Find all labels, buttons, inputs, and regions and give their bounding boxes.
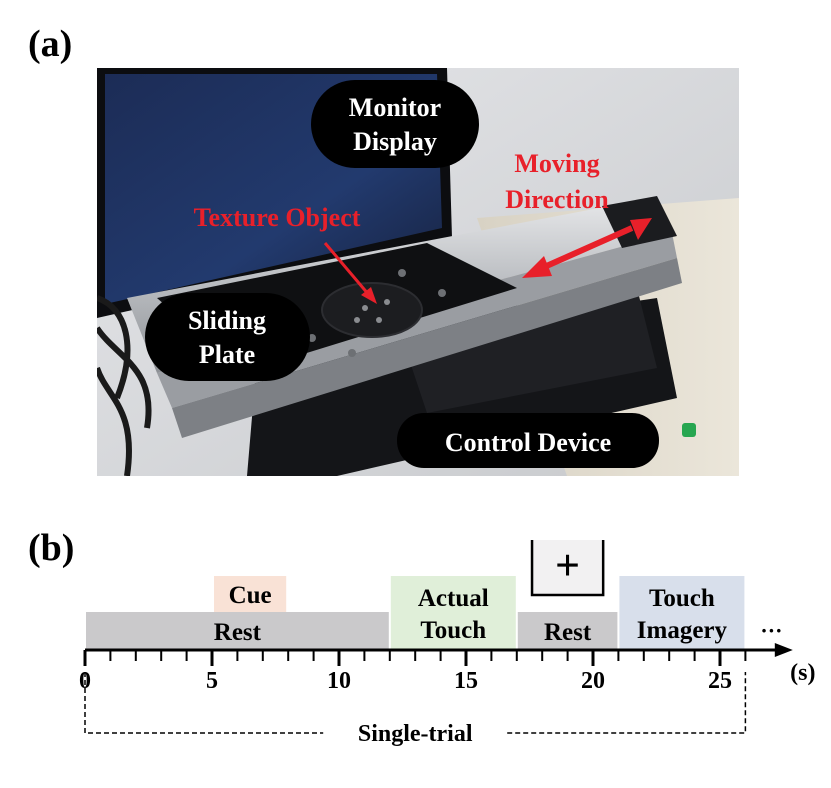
segment-3-block xyxy=(517,612,618,650)
segment-0-label-0: Rest xyxy=(214,619,262,646)
moving-arrow-head-right xyxy=(630,218,652,240)
experimental-setup-photo: Monitor Display Sliding Plate Control De… xyxy=(97,68,739,476)
callout-control-text: Control Device xyxy=(445,428,611,457)
callout-monitor-line2: Display xyxy=(353,127,437,156)
texture-arrow-line xyxy=(323,242,371,296)
axis-ellipsis: ··· xyxy=(760,618,782,643)
segment-4-label-0: Touch xyxy=(649,585,715,612)
slider-rail-lower xyxy=(172,258,682,438)
moving-label-line2: Direction xyxy=(505,185,609,214)
bracket-left xyxy=(84,672,324,734)
segment-0-block xyxy=(86,612,389,650)
axis-tick-label-10: 10 xyxy=(327,668,351,694)
segment-2-label-1: Touch xyxy=(420,617,486,644)
segment-1-label-0: Cue xyxy=(229,582,272,609)
panel-a-label: (a) xyxy=(28,23,73,65)
fixation-box xyxy=(530,540,605,597)
axis-tick-label-25: 25 xyxy=(708,668,732,694)
callout-sliding-line2: Plate xyxy=(199,340,255,369)
axis-tick-label-5: 5 xyxy=(206,668,218,694)
moving-label-line1: Moving xyxy=(514,149,599,178)
fixation-cross-box: + xyxy=(530,540,605,597)
fixation-cross-symbol: + xyxy=(555,541,580,590)
segment-4-block xyxy=(619,576,745,650)
single-trial-bracket: Single-trial xyxy=(84,672,747,747)
callout-sliding-plate xyxy=(145,293,310,381)
callout-sliding-line1: Sliding xyxy=(188,306,266,335)
segment-2-label-0: Actual xyxy=(418,585,489,612)
callout-monitor-line1: Monitor xyxy=(349,93,441,122)
segment-4-label-1: Imagery xyxy=(637,617,728,644)
axis-arrowhead xyxy=(774,643,793,657)
moving-arrow-line xyxy=(540,225,634,271)
axis-tick-label-15: 15 xyxy=(454,668,478,694)
axis-unit-label: (s) xyxy=(790,660,815,686)
callout-monitor-display xyxy=(311,80,479,168)
single-trial-label: Single-trial xyxy=(358,721,473,747)
texture-object-label: Texture Object xyxy=(194,203,361,232)
texture-arrow-head xyxy=(361,287,377,304)
callout-control-device xyxy=(397,413,659,468)
power-led xyxy=(682,423,696,437)
moving-arrow-head-left xyxy=(522,256,552,278)
cables xyxy=(97,295,152,476)
segment-3-label-0: Rest xyxy=(544,619,592,646)
panel-b-label: (b) xyxy=(28,527,75,569)
segment-2-block xyxy=(390,576,516,650)
segment-1-block xyxy=(214,576,287,612)
axis-tick-label-20: 20 xyxy=(581,668,605,694)
texture-disc xyxy=(321,282,423,338)
